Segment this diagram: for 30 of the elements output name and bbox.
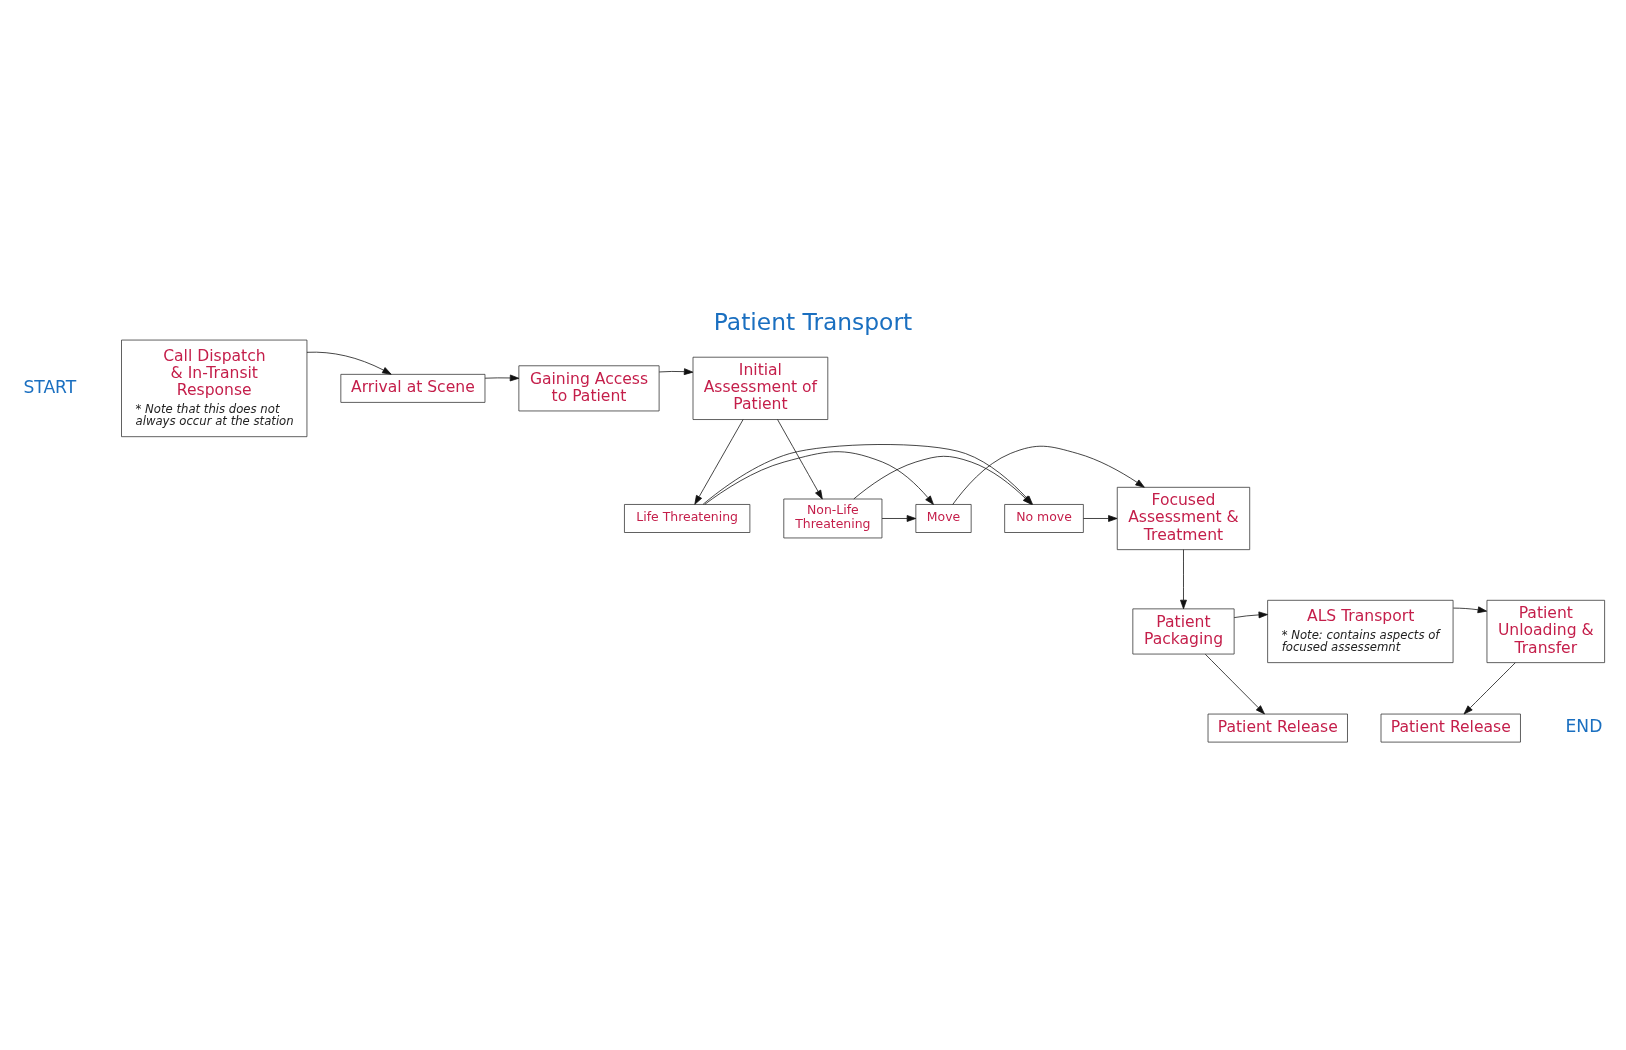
diagram-title: Patient Transport [713, 307, 913, 336]
node-box: Gaining Access to Patient [518, 364, 660, 411]
arrow [1083, 514, 1118, 522]
node-box: Initial Assessment of Patient [692, 356, 829, 420]
arrow [1180, 548, 1187, 609]
node-box: Patient Release [1207, 713, 1348, 742]
label: END [1565, 715, 1603, 736]
node-box: Non-Life Threatening [783, 498, 883, 538]
node-box: Arrival at Scene [340, 373, 486, 403]
arrow [704, 450, 934, 505]
arrow [694, 418, 744, 505]
arrow [881, 514, 917, 522]
arrow [1233, 611, 1268, 618]
arrow [777, 418, 823, 499]
arrow [1204, 653, 1265, 714]
arrow [306, 351, 392, 375]
arrow [484, 374, 520, 381]
node-box: Call Dispatch & In-Transit Response * Note that this does not always occur at the station [121, 339, 308, 437]
node-box: Patient Release [1380, 713, 1521, 742]
arrow [1453, 605, 1487, 613]
arrow [1463, 661, 1516, 714]
node-box: Patient Packaging [1132, 608, 1235, 654]
node-box: Focused Assessment & Treatment [1116, 486, 1251, 550]
arrow [658, 367, 694, 375]
node-box: Move [915, 503, 972, 533]
label: START [23, 376, 77, 397]
node-box: No move [1004, 503, 1084, 533]
node-box: ALS Transport * Note: contains aspects of focused assessemnt [1267, 599, 1454, 663]
node-box: Life Threatening [624, 503, 751, 533]
node-box: Patient Unloading & Transfer [1486, 599, 1605, 663]
